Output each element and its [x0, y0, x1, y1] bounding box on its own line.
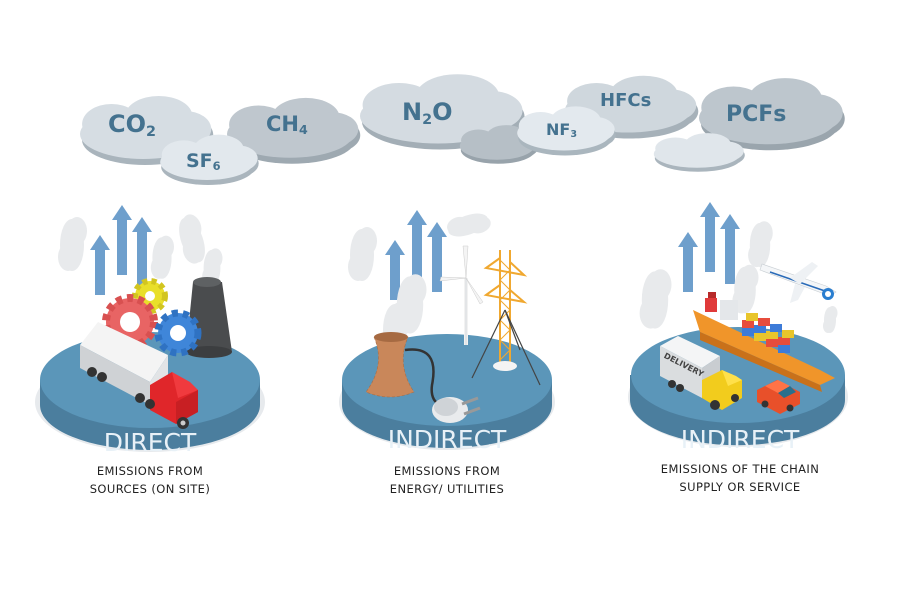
smoke-icon: [639, 221, 838, 333]
gas-label-hfcs: HFCs: [600, 90, 652, 111]
rising-arrows-icon: [678, 202, 740, 292]
airplane-icon: [759, 262, 837, 303]
scope-caption-line2: SUPPLY OR SERVICE: [679, 480, 801, 494]
scope-direct-art: [35, 205, 265, 452]
scope-caption-line1: EMISSIONS FROM: [393, 464, 501, 478]
scope-label: DIRECT: [103, 428, 197, 457]
plug-icon: [432, 396, 481, 423]
cargo-ship-icon: [693, 292, 835, 392]
cable-icon: [404, 348, 441, 407]
gas-label-n2o: N2O: [402, 98, 453, 128]
gas-label-pcfs: PCFs: [726, 102, 787, 127]
power-pylon-icon: [471, 250, 541, 386]
scope-indirect-supply-art: [628, 202, 848, 447]
car-icon: [757, 380, 800, 414]
scope-caption-line2: ENERGY/ UTILITIES: [389, 482, 505, 496]
scope-caption-line1: EMISSIONS FROM: [96, 464, 204, 478]
wind-turbine-icon: [439, 245, 484, 345]
truck-icon: [80, 322, 198, 429]
scope-label: INDIRECT: [680, 425, 800, 454]
cooling-tower-icon: [365, 332, 415, 398]
gas-label-nf3: NF3: [546, 120, 578, 141]
gas-label-sf6: SF6: [186, 150, 221, 173]
scope-caption-line1: EMISSIONS OF THE CHAIN: [660, 462, 820, 476]
scope-caption-line2: SOURCES (ON SITE): [89, 482, 211, 496]
scope-label: INDIRECT: [387, 425, 507, 454]
delivery-truck-icon: [660, 336, 742, 410]
gas-label-co2: CO2: [108, 110, 157, 140]
scope-indirect-energy-art: [339, 206, 555, 450]
gas-label-ch4: CH4: [266, 112, 308, 138]
